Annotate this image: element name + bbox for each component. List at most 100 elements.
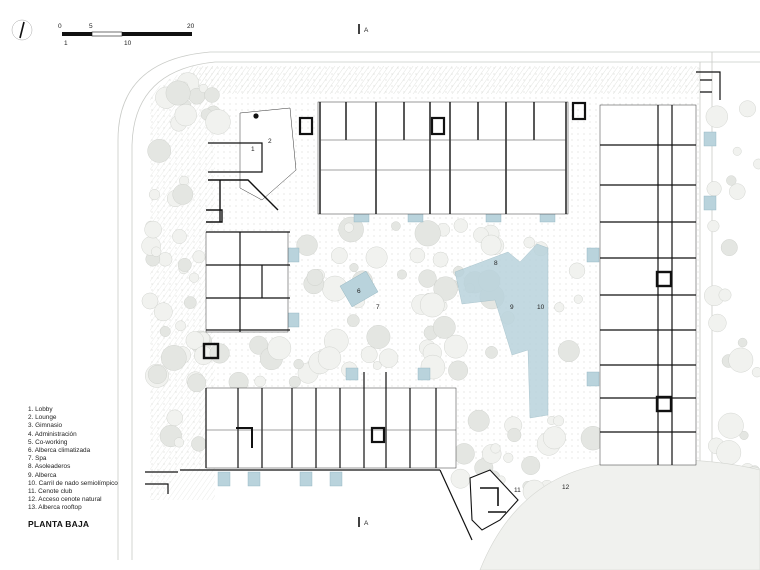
- plan-label-8: 8: [494, 260, 498, 267]
- legend-item: 1. Lobby: [28, 406, 53, 413]
- tree: [173, 437, 184, 448]
- section-label-top: A: [364, 27, 369, 34]
- tree: [151, 246, 162, 257]
- tree: [331, 247, 348, 264]
- legend-item: 13. Alberca rooftop: [28, 504, 82, 512]
- tree: [433, 276, 458, 301]
- tree: [183, 296, 197, 309]
- tree: [148, 189, 160, 201]
- tree: [739, 430, 749, 440]
- section-label-bottom: A: [364, 520, 369, 527]
- legend-item: 12. Acceso cenote natural: [28, 496, 102, 504]
- pool-s3: [299, 471, 313, 487]
- pool-w1: [286, 247, 300, 263]
- tree: [553, 415, 564, 427]
- tree: [159, 326, 171, 337]
- legend: 1. Lobby 2. Lounge 3. Gimnasio 4. Admini…: [28, 406, 168, 513]
- tree: [172, 229, 187, 244]
- tree: [448, 360, 468, 381]
- pool-e4: [586, 371, 600, 387]
- plan-label-10: 10: [537, 304, 545, 311]
- tree: [288, 375, 301, 388]
- tree: [366, 325, 391, 349]
- tree: [432, 316, 456, 339]
- tree: [317, 346, 342, 370]
- tree: [179, 175, 190, 186]
- legend-item: 5. Co-working: [28, 438, 68, 446]
- tree: [141, 292, 159, 310]
- tree: [729, 183, 746, 200]
- scale-bottom-1: 1: [64, 40, 68, 47]
- tree: [209, 343, 230, 364]
- tree: [204, 87, 220, 103]
- tree: [450, 468, 471, 489]
- tree: [174, 103, 197, 127]
- scale-top-20: 20: [187, 23, 195, 30]
- tree: [185, 331, 204, 350]
- tree: [507, 428, 522, 443]
- tree: [160, 345, 187, 371]
- scale-bar: 0 5 20 1 10: [58, 23, 195, 47]
- tree: [485, 346, 498, 359]
- tree: [523, 236, 535, 249]
- pool-w2: [286, 312, 300, 328]
- buildings: [145, 71, 721, 541]
- legend-item: 6. Alberca climatizada: [28, 447, 91, 455]
- legend-item: 3. Gimnasio: [28, 422, 63, 430]
- tree: [306, 268, 324, 286]
- legend-item: 11. Cenote club: [28, 488, 73, 496]
- tree: [254, 375, 266, 388]
- legend-item: 2. Lounge: [28, 414, 57, 422]
- legend-item: 8. Asoleaderos: [28, 463, 71, 471]
- tree: [490, 443, 501, 454]
- tree: [414, 220, 441, 247]
- tree: [144, 220, 162, 239]
- tree: [296, 234, 318, 256]
- plan-labels: 1 2 6 7 8 9 10 11 12: [251, 138, 570, 494]
- tree: [521, 456, 541, 475]
- tree: [360, 346, 378, 363]
- tree: [379, 348, 399, 368]
- tree: [293, 359, 304, 370]
- tree: [153, 302, 173, 322]
- tree: [343, 222, 354, 233]
- pool-e3: [586, 247, 600, 263]
- north-arrow: [11, 19, 33, 41]
- tree: [177, 257, 192, 272]
- plan-label-11: 11: [514, 487, 521, 494]
- plan-label-7: 7: [376, 304, 380, 311]
- tree: [706, 181, 722, 197]
- tree: [467, 409, 490, 432]
- tree: [717, 412, 744, 439]
- plan-title: PLANTA BAJA: [28, 519, 90, 529]
- tree: [503, 452, 514, 463]
- scale-top-5: 5: [89, 23, 93, 30]
- tree: [205, 109, 231, 135]
- tree: [751, 367, 760, 378]
- plan-label-12: 12: [562, 484, 570, 491]
- tree: [554, 302, 565, 313]
- tree: [739, 100, 756, 118]
- tree: [391, 221, 401, 231]
- tree: [409, 247, 426, 264]
- tree: [187, 373, 206, 393]
- pool-e1: [703, 131, 717, 147]
- plan-label-6: 6: [357, 288, 361, 295]
- tree: [716, 440, 742, 465]
- tree: [147, 139, 171, 163]
- tree: [419, 292, 445, 318]
- tree: [720, 239, 738, 257]
- heated-pool: [339, 270, 379, 308]
- legend-item: 9. Alberca: [28, 471, 57, 479]
- tree: [718, 288, 732, 302]
- tree: [708, 313, 727, 333]
- legend-item: 4. Administración: [28, 430, 77, 438]
- forest-edge: [479, 459, 760, 570]
- tree: [557, 340, 580, 362]
- tree: [346, 314, 360, 327]
- tree: [737, 337, 748, 348]
- tree: [418, 269, 437, 288]
- plan-label-9: 9: [510, 304, 514, 311]
- plan-label-1: 1: [251, 146, 255, 153]
